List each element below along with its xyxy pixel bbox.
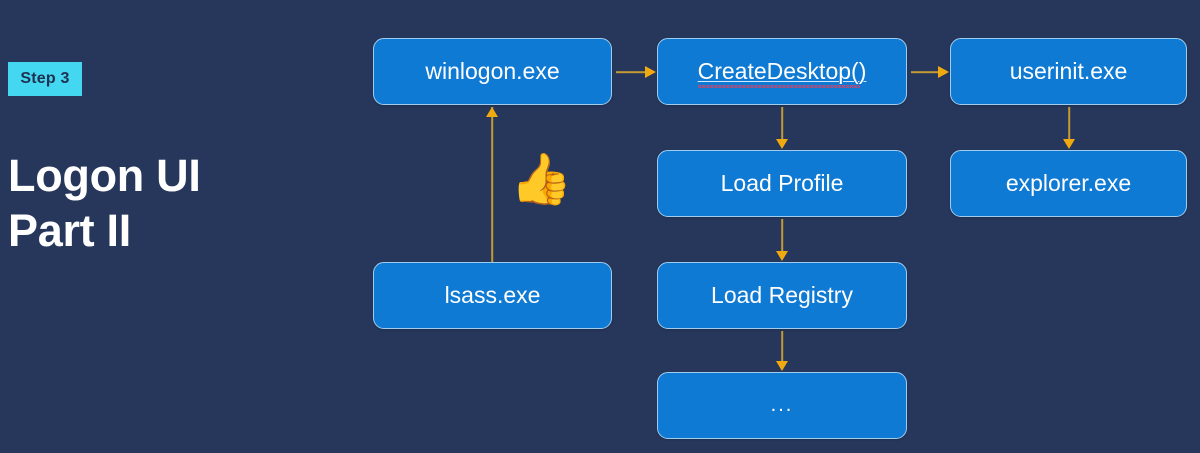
flow-node-load-profile[interactable]: Load Profile xyxy=(657,150,907,217)
arrow-userinit-to-explorer xyxy=(1059,107,1079,149)
step-badge: Step 3 xyxy=(8,62,82,96)
flow-node-winlogon[interactable]: winlogon.exe xyxy=(373,38,612,105)
flow-node-userinit-label: userinit.exe xyxy=(1009,58,1128,84)
flow-node-ellipsis-label: ... xyxy=(770,394,794,416)
flow-node-ellipsis[interactable]: ... xyxy=(657,372,907,439)
flow-node-createdesktop-label: CreateDesktop() xyxy=(697,58,867,88)
flow-node-lsass[interactable]: lsass.exe xyxy=(373,262,612,329)
flow-node-load-registry-label: Load Registry xyxy=(711,282,853,308)
flow-node-winlogon-label: winlogon.exe xyxy=(425,58,560,84)
page-title-line-2: Part II xyxy=(8,205,131,257)
arrow-load-profile-to-load-registry xyxy=(772,219,792,261)
flow-node-load-registry[interactable]: Load Registry xyxy=(657,262,907,329)
page-title-line-1: Logon UI xyxy=(8,150,201,201)
arrow-createdesktop-to-userinit xyxy=(911,62,949,82)
flow-node-createdesktop[interactable]: CreateDesktop() xyxy=(657,38,907,105)
page-title: Logon UI Part II xyxy=(8,148,328,259)
flow-node-load-profile-label: Load Profile xyxy=(720,170,844,196)
arrow-createdesktop-to-load-profile xyxy=(772,107,792,149)
arrow-winlogon-to-createdesktop xyxy=(616,62,656,82)
flow-node-explorer[interactable]: explorer.exe xyxy=(950,150,1187,217)
arrow-load-registry-to-ellipsis xyxy=(772,331,792,371)
flow-node-explorer-label: explorer.exe xyxy=(1005,170,1132,196)
thumbs-up-icon: 👍 xyxy=(510,151,573,207)
flow-node-lsass-label: lsass.exe xyxy=(444,282,541,308)
flow-node-userinit[interactable]: userinit.exe xyxy=(950,38,1187,105)
arrow-lsass-to-winlogon xyxy=(482,107,502,262)
